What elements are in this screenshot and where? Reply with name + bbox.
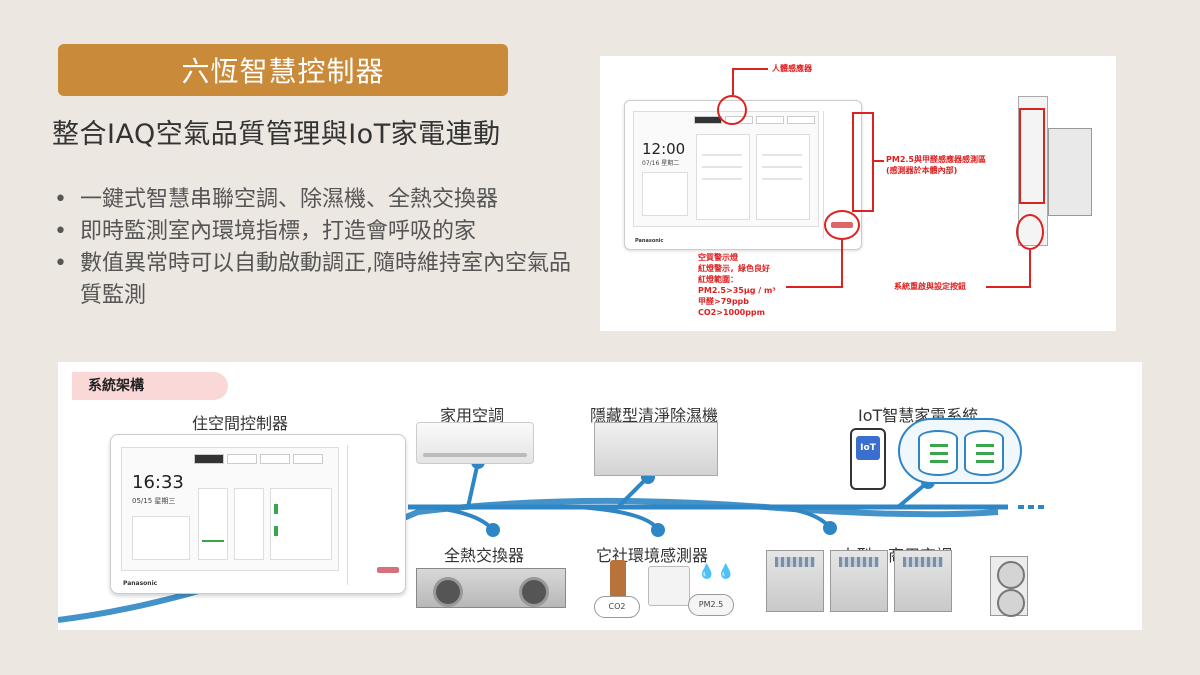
brand-logo: Panasonic bbox=[635, 238, 664, 244]
clock-readout: 16:33 bbox=[132, 472, 184, 493]
feature-list: 一鍵式智慧串聯空調、除濕機、全熱交換器 即時監測室內環境指標，打造會呼吸的家 數… bbox=[52, 184, 572, 312]
air-warning-label: 空質警示燈 紅燈警示，綠色良好 紅燈範圍： PM2.5>35μg / m³ 甲醛… bbox=[698, 253, 776, 317]
room-card bbox=[696, 134, 750, 220]
erv-caption: 全熱交換器 bbox=[444, 546, 525, 565]
iot-app-icon: IoT bbox=[856, 436, 880, 460]
smartphone-icon: IoT bbox=[850, 428, 886, 490]
indoor-card bbox=[642, 172, 688, 216]
commercial-ac-units-image bbox=[766, 550, 962, 616]
server-icon bbox=[964, 430, 1004, 476]
human-sensor-marker bbox=[717, 95, 747, 125]
brand-logo: Panasonic bbox=[123, 580, 158, 587]
air-warning-marker bbox=[824, 210, 860, 240]
erv-image bbox=[416, 568, 566, 608]
dehumidifier-caption: 隱藏型清淨除濕機 bbox=[590, 406, 719, 425]
pm25-cloud-icon: PM2.5 bbox=[688, 594, 734, 616]
mini-tab-row bbox=[194, 454, 323, 464]
feature-item: 即時監測室內環境指標，打造會呼吸的家 bbox=[52, 216, 572, 248]
page-title: 六恆智慧控制器 bbox=[58, 44, 508, 96]
outdoor-unit bbox=[766, 550, 824, 612]
device-detail-panel: 12:00 07/16 星期二 Panasonic 人體感應器 PM2.5與甲醛… bbox=[600, 56, 1116, 331]
side-sensor-marker bbox=[1019, 108, 1045, 204]
device-list-card bbox=[270, 488, 332, 560]
environment-sensor-icon bbox=[648, 566, 690, 606]
pm-sensor-marker bbox=[852, 112, 874, 212]
feature-item: 一鍵式智慧串聯空調、除濕機、全熱交換器 bbox=[52, 184, 572, 216]
home-ac-image bbox=[416, 422, 534, 464]
living-space-controller: 16:33 05/15 星期三 Panasonic bbox=[110, 434, 406, 594]
controller-side-strip bbox=[347, 445, 403, 585]
reset-button-label: 系統重啟與設定按鈕 bbox=[894, 282, 966, 291]
controller-rear-view bbox=[1048, 128, 1092, 216]
controller-front: 12:00 07/16 星期二 Panasonic bbox=[624, 100, 862, 250]
reset-button-marker bbox=[1016, 214, 1044, 250]
controller-screen: 16:33 05/15 星期三 bbox=[121, 447, 339, 571]
room-card bbox=[234, 488, 264, 560]
cloud-server-icon bbox=[898, 418, 1022, 484]
water-drop-icon: 💧💧 bbox=[698, 564, 737, 580]
controller-screen: 12:00 07/16 星期二 bbox=[633, 111, 819, 227]
controller-side-strip bbox=[823, 111, 857, 239]
pm-sensor-label: PM2.5與甲醛感應器感測區 (感測器於本體內部) bbox=[886, 155, 986, 175]
system-section-label: 系統架構 bbox=[72, 372, 228, 400]
feature-item: 數值異常時可以自動啟動調正,隨時維持室內空氣品質監測 bbox=[52, 248, 572, 312]
air-warning-light bbox=[831, 222, 853, 228]
indoor-card bbox=[132, 516, 190, 560]
room-card bbox=[756, 134, 810, 220]
co2-cloud-icon: CO2 bbox=[594, 596, 640, 618]
outdoor-unit bbox=[830, 550, 888, 612]
mini-tab-row bbox=[694, 116, 815, 124]
human-sensor-label: 人體感應器 bbox=[772, 64, 812, 73]
outdoor-unit-dual-fan bbox=[990, 556, 1028, 617]
status-light bbox=[377, 567, 399, 573]
dehumidifier-image bbox=[594, 422, 718, 476]
date-readout: 05/15 星期三 bbox=[132, 497, 176, 505]
ac-caption: 家用空調 bbox=[440, 406, 505, 425]
outdoor-unit bbox=[894, 550, 952, 612]
room-card bbox=[198, 488, 228, 560]
page-subtitle: 整合IAQ空氣品質管理與IoT家電連動 bbox=[52, 119, 501, 150]
controller-caption: 住空間控制器 bbox=[192, 414, 289, 433]
date-readout: 07/16 星期二 bbox=[642, 160, 680, 167]
server-icon bbox=[918, 430, 958, 476]
system-architecture-panel: 系統架構 住空間控制器 16:33 05/15 星期三 Panasonic 家用… bbox=[58, 362, 1142, 630]
clock-readout: 12:00 bbox=[642, 140, 686, 158]
